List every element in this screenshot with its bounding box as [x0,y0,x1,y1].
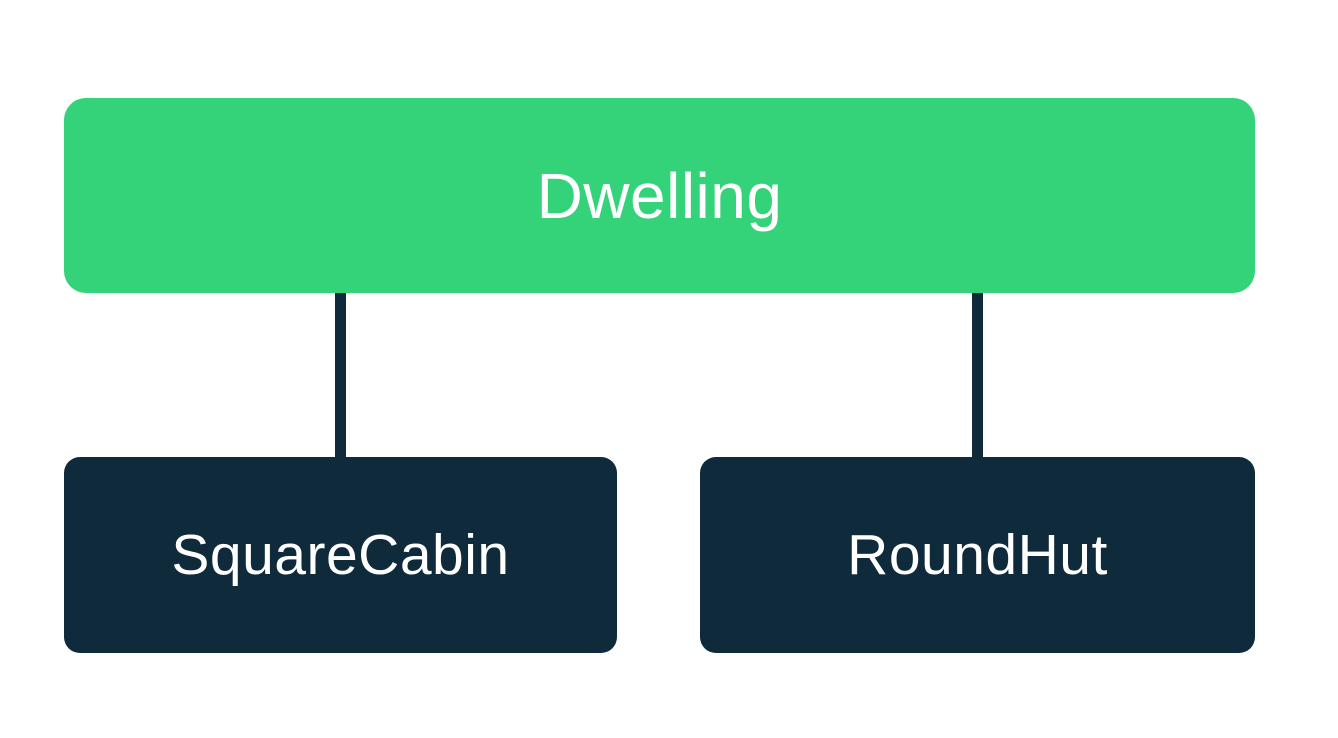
parent-node-dwelling: Dwelling [64,98,1255,293]
child-node-label: RoundHut [847,523,1108,587]
child-node-squarecabin: SquareCabin [64,457,617,653]
parent-node-label: Dwelling [536,159,783,232]
child-node-roundhut: RoundHut [700,457,1255,653]
connector-line-right [972,293,983,457]
connector-line-left [335,293,346,457]
child-node-label: SquareCabin [171,523,510,587]
